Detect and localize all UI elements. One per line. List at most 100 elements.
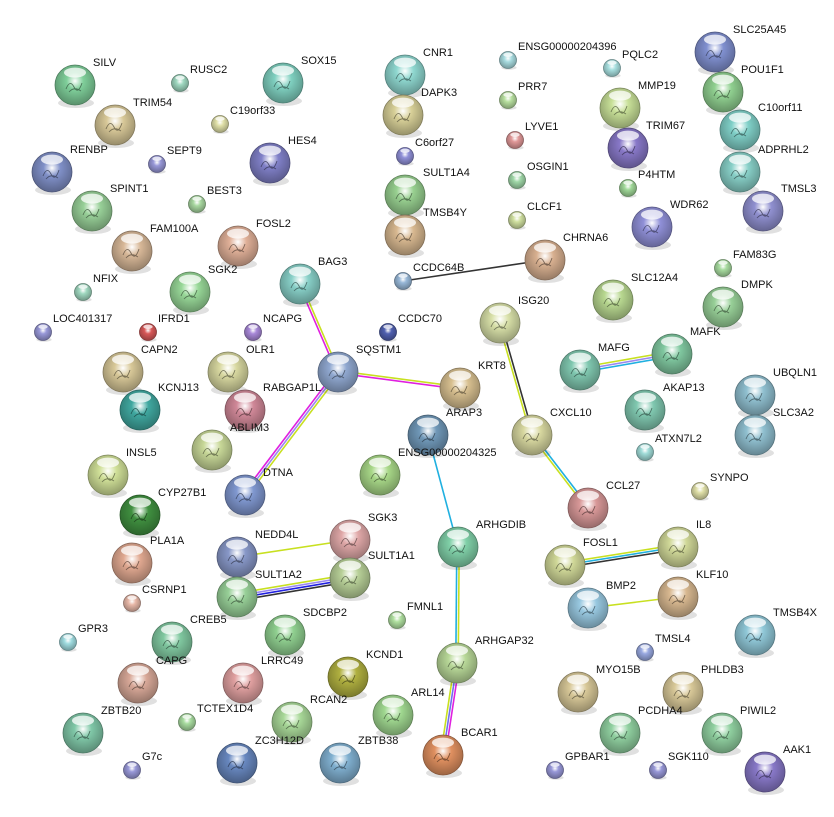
node-sphere[interactable] bbox=[603, 59, 621, 77]
node-sphere[interactable] bbox=[216, 742, 258, 784]
node-sphere[interactable] bbox=[508, 211, 526, 229]
node-capg[interactable]: CAPG bbox=[117, 655, 187, 706]
node-sphere[interactable] bbox=[506, 131, 524, 149]
node-mafk[interactable]: MAFK bbox=[651, 326, 721, 377]
node-kcnj13[interactable]: KCNJ13 bbox=[119, 382, 199, 433]
node-sphere[interactable] bbox=[249, 142, 291, 184]
node-sphere[interactable] bbox=[102, 351, 144, 393]
node-sphere[interactable] bbox=[216, 576, 258, 618]
node-sphere[interactable] bbox=[479, 302, 521, 344]
node-sphere[interactable] bbox=[439, 367, 481, 409]
edge-sqstm1-krt8[interactable] bbox=[337, 370, 461, 390]
node-klf10[interactable]: KLF10 bbox=[657, 569, 728, 620]
node-sphere[interactable] bbox=[636, 643, 654, 661]
node-rcan2[interactable]: RCAN2 bbox=[271, 694, 347, 745]
node-sphere[interactable] bbox=[117, 662, 159, 704]
node-sgk110[interactable]: SGK110 bbox=[649, 751, 709, 780]
node-sphere[interactable] bbox=[657, 576, 699, 618]
edge-ccdc64b-chrna6[interactable] bbox=[402, 259, 546, 282]
node-sphere[interactable] bbox=[217, 225, 259, 267]
node-sphere[interactable] bbox=[422, 734, 464, 776]
node-bmp2[interactable]: BMP2 bbox=[567, 580, 636, 631]
node-trim54[interactable]: TRIM54 bbox=[94, 97, 172, 148]
node-csrnp1[interactable]: CSRNP1 bbox=[123, 584, 187, 613]
node-sphere[interactable] bbox=[123, 761, 141, 779]
node-sqstm1[interactable]: SQSTM1 bbox=[317, 344, 401, 395]
node-sphere[interactable] bbox=[657, 526, 699, 568]
node-arl14[interactable]: ARL14 bbox=[372, 687, 445, 738]
node-pou1f1[interactable]: POU1F1 bbox=[702, 64, 784, 115]
node-sphere[interactable] bbox=[702, 286, 744, 328]
node-fam83g[interactable]: FAM83G bbox=[714, 249, 777, 278]
node-ensg00000204325[interactable]: ENSG00000204325 bbox=[359, 447, 496, 498]
node-sphere[interactable] bbox=[524, 239, 566, 281]
node-lrrc49[interactable]: LRRC49 bbox=[222, 655, 303, 706]
node-sphere[interactable] bbox=[279, 263, 321, 305]
node-zbtb20[interactable]: ZBTB20 bbox=[62, 705, 141, 756]
node-sphere[interactable] bbox=[123, 594, 141, 612]
node-sphere[interactable] bbox=[264, 614, 306, 656]
node-sphere[interactable] bbox=[207, 351, 249, 393]
node-cnr1[interactable]: CNR1 bbox=[384, 47, 453, 98]
node-g7c[interactable]: G7c bbox=[123, 751, 163, 780]
node-sox15[interactable]: SOX15 bbox=[262, 55, 336, 106]
node-sphere[interactable] bbox=[171, 74, 189, 92]
node-sphere[interactable] bbox=[651, 333, 693, 375]
node-sphere[interactable] bbox=[702, 71, 744, 113]
node-zc3h12d[interactable]: ZC3H12D bbox=[216, 735, 304, 786]
node-fosl1[interactable]: FOSL1 bbox=[544, 537, 618, 588]
node-sphere[interactable] bbox=[94, 104, 136, 146]
node-sphere[interactable] bbox=[211, 115, 229, 133]
node-c10orf11[interactable]: C10orf11 bbox=[719, 102, 802, 153]
node-isg20[interactable]: ISG20 bbox=[479, 295, 549, 346]
node-sphere[interactable] bbox=[662, 671, 704, 713]
node-sphere[interactable] bbox=[327, 656, 369, 698]
node-trim67[interactable]: TRIM67 bbox=[607, 120, 685, 171]
node-sphere[interactable] bbox=[111, 230, 153, 272]
node-sphere[interactable] bbox=[224, 474, 266, 516]
node-sphere[interactable] bbox=[557, 671, 599, 713]
node-osgin1[interactable]: OSGIN1 bbox=[508, 161, 569, 190]
node-myo15b[interactable]: MYO15B bbox=[557, 664, 641, 715]
node-sphere[interactable] bbox=[244, 323, 262, 341]
node-sphere[interactable] bbox=[701, 712, 743, 754]
node-sphere[interactable] bbox=[649, 761, 667, 779]
node-p4htm[interactable]: P4HTM bbox=[619, 169, 676, 198]
node-synpo[interactable]: SYNPO bbox=[691, 472, 749, 501]
node-dtna[interactable]: DTNA bbox=[224, 467, 294, 518]
node-ccdc70[interactable]: CCDC70 bbox=[379, 313, 443, 342]
node-fosl2[interactable]: FOSL2 bbox=[217, 218, 291, 269]
node-zbtb38[interactable]: ZBTB38 bbox=[319, 735, 398, 786]
node-rusc2[interactable]: RUSC2 bbox=[171, 64, 228, 93]
node-gpr3[interactable]: GPR3 bbox=[59, 623, 108, 652]
node-cyp27b1[interactable]: CYP27B1 bbox=[119, 487, 206, 538]
node-arap3[interactable]: ARAP3 bbox=[407, 407, 482, 458]
node-arhgdib[interactable]: ARHGDIB bbox=[437, 519, 526, 570]
node-renbp[interactable]: RENBP bbox=[31, 144, 108, 195]
node-sphere[interactable] bbox=[271, 701, 313, 743]
node-sphere[interactable] bbox=[59, 633, 77, 651]
node-phldb3[interactable]: PHLDB3 bbox=[662, 664, 744, 715]
node-gpbar1[interactable]: GPBAR1 bbox=[546, 751, 610, 780]
node-sphere[interactable] bbox=[624, 389, 666, 431]
node-ablim3[interactable]: ABLIM3 bbox=[191, 422, 269, 473]
node-krt8[interactable]: KRT8 bbox=[439, 360, 506, 411]
node-sphere[interactable] bbox=[592, 279, 634, 321]
node-kcnd1[interactable]: KCND1 bbox=[327, 649, 403, 700]
node-sphere[interactable] bbox=[694, 31, 736, 73]
node-pqlc2[interactable]: PQLC2 bbox=[603, 49, 659, 78]
node-sphere[interactable] bbox=[546, 761, 564, 779]
node-sphere[interactable] bbox=[714, 259, 732, 277]
node-sphere[interactable] bbox=[222, 662, 264, 704]
node-sphere[interactable] bbox=[508, 171, 526, 189]
node-sphere[interactable] bbox=[71, 190, 113, 232]
node-piwil2[interactable]: PIWIL2 bbox=[701, 705, 776, 756]
node-sphere[interactable] bbox=[379, 323, 397, 341]
node-arhgap32[interactable]: ARHGAP32 bbox=[436, 635, 534, 686]
node-sphere[interactable] bbox=[407, 414, 449, 456]
node-mafg[interactable]: MAFG bbox=[559, 342, 630, 393]
node-sphere[interactable] bbox=[317, 351, 359, 393]
node-sphere[interactable] bbox=[31, 151, 73, 193]
node-sphere[interactable] bbox=[499, 51, 517, 69]
node-ifrd1[interactable]: IFRD1 bbox=[139, 313, 190, 342]
